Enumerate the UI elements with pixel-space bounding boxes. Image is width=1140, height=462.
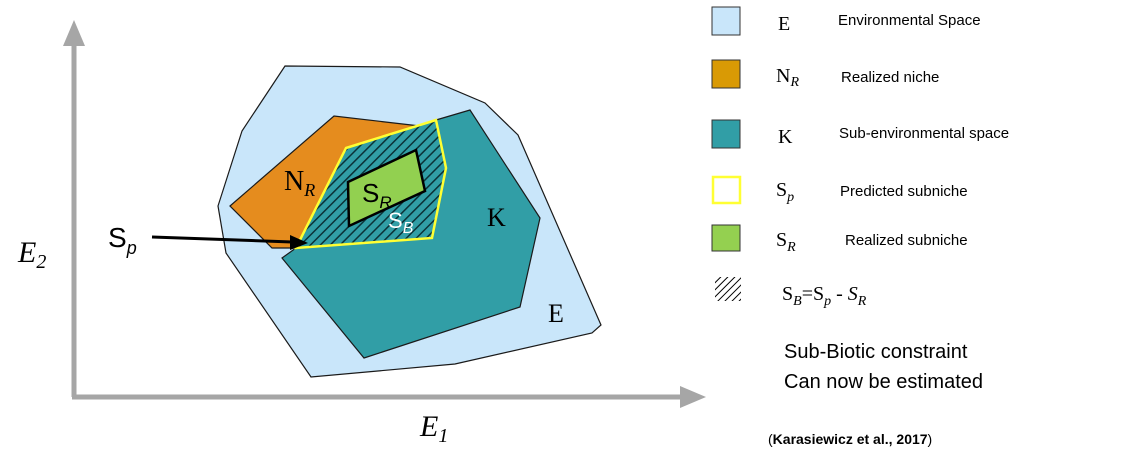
legend-text: Realized niche bbox=[841, 69, 939, 86]
sp-pointer-label: Sp bbox=[108, 222, 137, 258]
legend-swatch-environmental-space bbox=[711, 6, 741, 36]
legend-item-environmental-space: E Environmental Space bbox=[711, 6, 981, 36]
note-line-1: Sub-Biotic constraint bbox=[784, 341, 968, 363]
sp-pointer: Sp bbox=[108, 222, 308, 258]
legend-swatch-realized-subniche bbox=[711, 224, 741, 252]
x-axis-arrowhead bbox=[680, 386, 706, 408]
realized-subniche-region bbox=[346, 148, 427, 228]
y-axis-arrowhead bbox=[63, 20, 85, 46]
y-axis-label: E2 bbox=[17, 236, 46, 273]
legend-swatch-predicted-subniche bbox=[711, 175, 742, 205]
legend-text: Predicted subniche bbox=[840, 183, 968, 200]
legend-item-predicted-subniche: Sp Predicted subniche bbox=[711, 175, 968, 205]
legend: E Environmental Space NR Realized niche … bbox=[711, 6, 1009, 309]
legend-formula: SB=Sp - SR bbox=[782, 283, 867, 309]
x-axis-label: E1 bbox=[419, 410, 448, 447]
legend-text: Realized subniche bbox=[845, 232, 968, 249]
citation: (Karasiewicz et al., 2017) bbox=[768, 431, 932, 447]
legend-text: Environmental Space bbox=[838, 12, 981, 29]
legend-symbol: Sp bbox=[776, 179, 794, 205]
legend-symbol: SR bbox=[776, 229, 796, 255]
legend-symbol: K bbox=[778, 126, 793, 148]
region-label-sr: SR bbox=[362, 178, 392, 212]
sp-arrow-line bbox=[151, 235, 293, 244]
region-label-e: E bbox=[548, 299, 564, 328]
legend-swatch-sub-environmental-space bbox=[711, 119, 741, 149]
legend-swatch-realized-niche bbox=[711, 59, 741, 89]
legend-text: Sub-environmental space bbox=[839, 125, 1009, 142]
legend-item-realized-subniche: SR Realized subniche bbox=[711, 224, 968, 255]
note-line-2: Can now be estimated bbox=[784, 371, 983, 393]
region-label-k: K bbox=[487, 203, 506, 232]
legend-item-sub-environmental-space: K Sub-environmental space bbox=[711, 119, 1009, 149]
sp-arrow-head bbox=[290, 235, 308, 250]
region-label-nr: NR bbox=[284, 166, 315, 200]
region-label-sb: SB bbox=[388, 208, 414, 237]
legend-symbol: E bbox=[778, 13, 790, 35]
legend-swatch-hatched bbox=[715, 277, 741, 301]
legend-item-sub-biotic: SB=Sp - SR bbox=[715, 277, 867, 309]
axes: E1 E2 bbox=[17, 20, 706, 447]
legend-symbol: NR bbox=[776, 65, 799, 90]
legend-item-realized-niche: NR Realized niche bbox=[711, 59, 939, 90]
